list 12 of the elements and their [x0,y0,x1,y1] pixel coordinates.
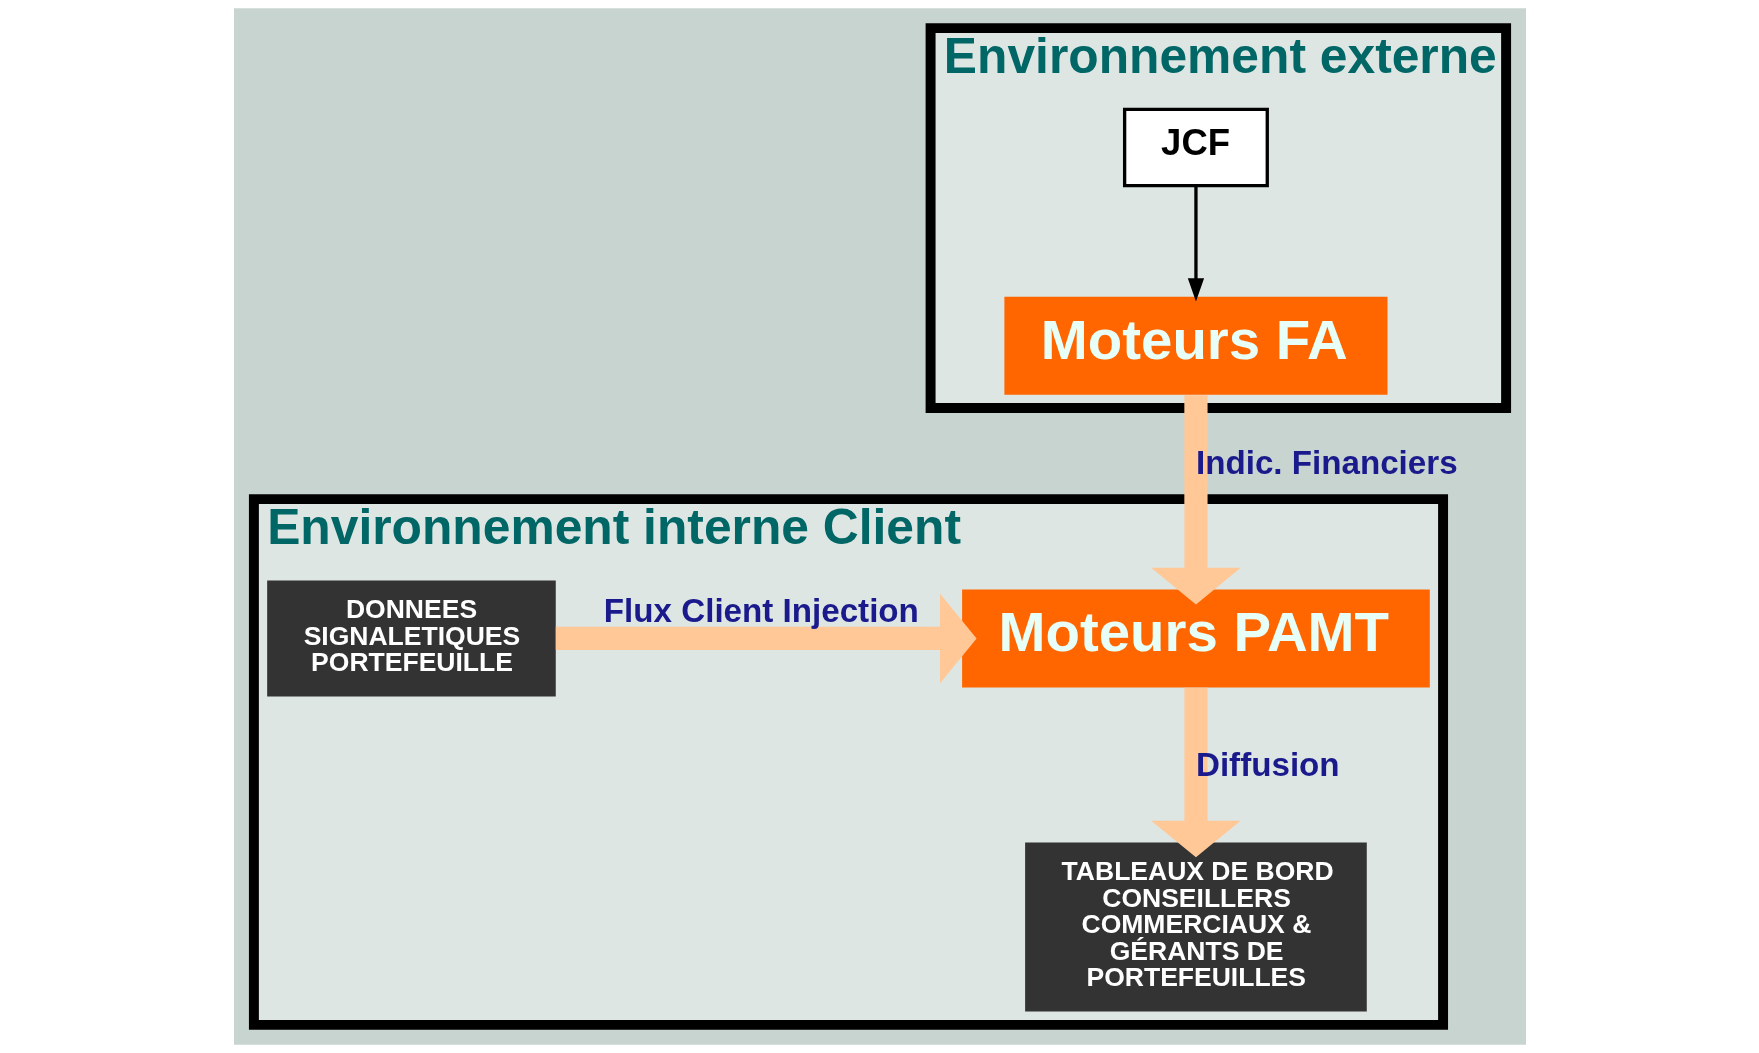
edge-label: Indic. Financiers [1195,444,1458,482]
node-box: Moteurs PAMT [961,589,1430,688]
arrow [1150,395,1241,605]
edge-label: Diffusion [1195,746,1340,784]
node-box: DONNEES SIGNALETIQUES PORTEFEUILLE [266,580,556,697]
node-box: TABLEAUX DE BORD CONSEILLERS COMMERCIAUX & GÉRANTS DE PORTEFEUILLES [1024,842,1367,1012]
node-box: JCF [1122,107,1269,188]
arrow [1150,687,1241,858]
edge-label: Flux Client Injection [603,591,919,629]
arrow [555,593,977,684]
node-box: Moteurs FA [1003,296,1387,395]
arrow [1187,185,1204,302]
